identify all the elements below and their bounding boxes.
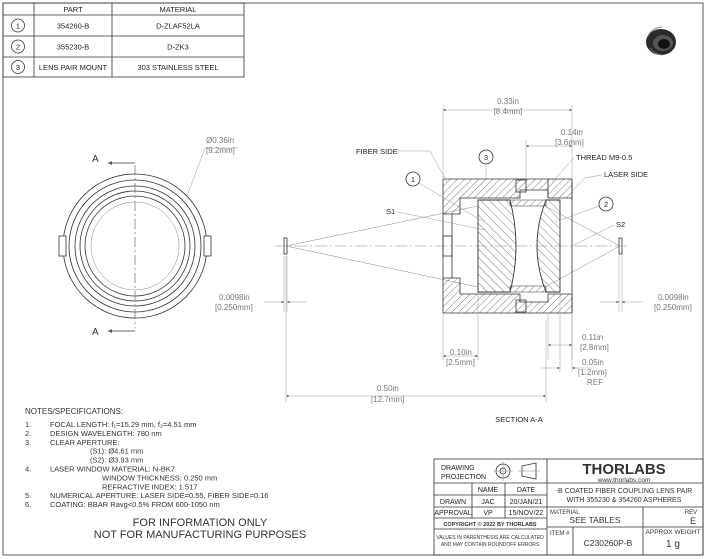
approval-date: 15/NOV/22 bbox=[509, 510, 544, 517]
note-number: 2. bbox=[25, 429, 31, 438]
parts-row-3-part: LENS PAIR MOUNT bbox=[39, 63, 108, 72]
dim-010-in: 0.10in bbox=[450, 348, 472, 357]
parts-row-3-material: 303 STAINLESS STEEL bbox=[137, 63, 218, 72]
weight-value: 1 g bbox=[666, 539, 680, 550]
note-text: (S1): Ø4.61 mm bbox=[90, 447, 143, 456]
s2-label: S2 bbox=[616, 220, 625, 229]
dim-005-in: 0.05in bbox=[582, 358, 604, 367]
values-note-2: AND MAY CONTAIN ROUNDOFF ERRORS bbox=[441, 542, 540, 548]
disclaimer-line-1: FOR INFORMATION ONLY bbox=[133, 517, 268, 529]
parts-header-material: MATERIAL bbox=[160, 5, 197, 14]
balloon-2: 2 bbox=[604, 200, 608, 209]
name-header: NAME bbox=[478, 487, 499, 494]
note-number: 1. bbox=[25, 420, 31, 429]
left-gap-mm: [0.250mm] bbox=[215, 303, 253, 312]
parts-row-1-material: D-ZLAF52LA bbox=[156, 22, 200, 31]
dim-011-in: 0.11in bbox=[582, 333, 603, 342]
projection-line-1: DRAWING bbox=[441, 465, 475, 472]
laser-side-label: LASER SIDE bbox=[604, 170, 648, 179]
right-gap-mm: [0.250mm] bbox=[654, 303, 692, 312]
disclaimer-line-2: NOT FOR MANUFACTURING PURPOSES bbox=[94, 529, 306, 541]
section-marker-bottom: A bbox=[92, 327, 99, 338]
parts-row-2-material: D-ZK3 bbox=[167, 43, 189, 52]
thread-length-mm: [3.6mm] bbox=[555, 138, 584, 147]
dim-005-mm: [1.2mm] bbox=[578, 368, 607, 377]
title-block: DRAWING PROJECTION NAME DATE DRAWN JAC 2… bbox=[433, 458, 704, 556]
note-text: (S2): Ø3.93 mm bbox=[90, 456, 143, 465]
note-text: CLEAR APERTURE: bbox=[50, 438, 119, 447]
note-text: DESIGN WAVELENGTH: 780 nm bbox=[50, 429, 162, 438]
balloon-1: 1 bbox=[411, 175, 415, 184]
material-label: MATERIAL bbox=[550, 510, 580, 516]
description-line-1: -B COATED FIBER COUPLING LENS PAIR bbox=[556, 488, 693, 495]
section-length-in: 0.33in bbox=[497, 97, 519, 106]
balloon-3: 3 bbox=[484, 153, 488, 162]
right-gap-in: 0.0098in bbox=[658, 293, 689, 302]
thread-label: THREAD M9-0.5 bbox=[576, 153, 632, 162]
dim-050-mm: [12.7mm] bbox=[371, 395, 404, 404]
thorlabs-logo: THORLABS bbox=[582, 461, 665, 478]
lens-pair-thumbnail bbox=[646, 26, 676, 56]
note-text: WINDOW THICKNESS: 0.250 mm bbox=[102, 473, 217, 482]
note-text: REFRACTIVE INDEX: 1.517 bbox=[102, 482, 197, 491]
description-line-2: WITH 355230 & 354260 ASPHERES bbox=[567, 497, 682, 504]
note-number: 3. bbox=[25, 438, 31, 447]
parts-row-1-part: 354260-B bbox=[57, 22, 90, 31]
note-number: 6. bbox=[25, 500, 31, 509]
rev-value: E bbox=[690, 516, 696, 526]
parts-table: PART MATERIAL 1 354260-B D-ZLAF52LA 2 35… bbox=[2, 2, 245, 78]
copyright: COPYRIGHT © 2022 BY THORLABS bbox=[443, 521, 537, 528]
approval-label: APPROVAL bbox=[434, 510, 471, 517]
weight-label: APPROX WEIGHT bbox=[646, 529, 701, 536]
parts-row-3-num: 3 bbox=[16, 63, 20, 72]
notes: NOTES/SPECIFICATIONS: 1. FOCAL LENGTH: f₁… bbox=[25, 407, 306, 541]
note-text: COATING: BBAR Ravg<0.5% FROM 600-1050 nm bbox=[50, 500, 220, 509]
date-header: DATE bbox=[517, 487, 535, 494]
parts-row-1-num: 1 bbox=[16, 22, 20, 31]
drawn-date: 20/JAN/21 bbox=[510, 499, 543, 506]
drawn-name: JAC bbox=[481, 499, 494, 506]
projection-line-2: PROJECTION bbox=[441, 474, 486, 481]
parts-row-2-num: 2 bbox=[16, 43, 20, 52]
notes-title: NOTES/SPECIFICATIONS: bbox=[25, 407, 123, 416]
parts-row-2-part: 355230-B bbox=[57, 43, 90, 52]
front-diameter-in: Ø0.36in bbox=[206, 136, 234, 145]
note-number: 4. bbox=[25, 465, 31, 474]
section-marker-top: A bbox=[92, 154, 99, 165]
item-label: ITEM # bbox=[550, 531, 570, 537]
parts-header-part: PART bbox=[63, 5, 83, 14]
section-length-mm: [8.4mm] bbox=[494, 107, 523, 116]
dim-010-mm: [2.5mm] bbox=[446, 358, 475, 367]
fiber-side-label: FIBER SIDE bbox=[356, 147, 398, 156]
dim-011-mm: [2.8mm] bbox=[580, 343, 609, 352]
approval-name: VP bbox=[483, 510, 493, 517]
rev-label: REV bbox=[685, 510, 697, 516]
projection-symbol-icon bbox=[493, 461, 540, 481]
material-value: SEE TABLES bbox=[569, 515, 621, 525]
front-diameter-mm: [9.2mm] bbox=[206, 146, 235, 155]
left-gap-in: 0.0098in bbox=[219, 293, 250, 302]
note-text: LASER WINDOW MATERIAL: N-BK7 bbox=[50, 465, 175, 474]
section-view: 0.33in [8.4mm] 0.14in [3.6mm] FIBER SIDE… bbox=[215, 97, 692, 424]
website: www.thorlabs.com bbox=[597, 477, 651, 484]
values-note-1: VALUES IN PARENTHESIS ARE CALCULATED bbox=[436, 535, 544, 541]
drawn-label: DRAWN bbox=[440, 499, 466, 506]
dim-005-ref: REF bbox=[587, 378, 603, 387]
note-text: NUMERICAL APERTURE: LASER SIDE=0.55, FIB… bbox=[50, 491, 268, 500]
note-number: 5. bbox=[25, 491, 31, 500]
section-label: SECTION A-A bbox=[495, 415, 543, 424]
note-text: FOCAL LENGTH: f₁=15.29 mm, f₂=4.51 mm bbox=[50, 420, 196, 429]
dim-050-in: 0.50in bbox=[377, 384, 399, 393]
s1-label: S1 bbox=[386, 207, 395, 216]
front-view: A A Ø0.36in [9.2mm] bbox=[58, 136, 238, 338]
item-value: C230260P-B bbox=[584, 538, 633, 548]
thread-length-in: 0.14in bbox=[561, 128, 583, 137]
